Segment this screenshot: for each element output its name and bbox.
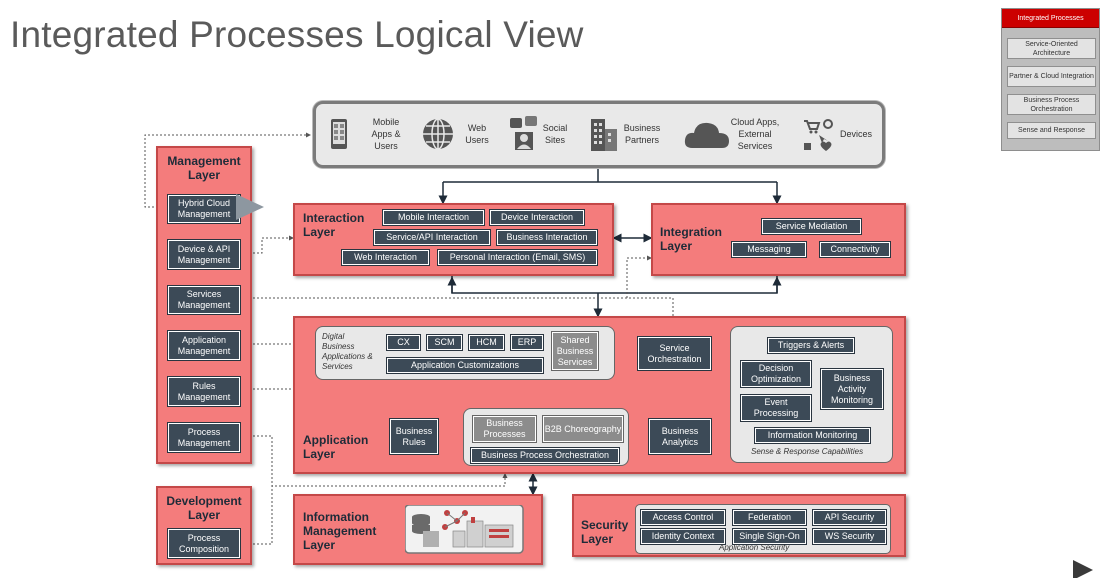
interaction-layer-title: Interaction Layer <box>303 211 365 239</box>
messaging-box[interactable]: Messaging <box>731 241 807 258</box>
channel-cloud-label: Cloud Apps, External Services <box>730 117 780 151</box>
b2b-choreography-box[interactable]: B2B Choreography <box>542 415 624 443</box>
page-title: Integrated Processes Logical View <box>10 14 584 55</box>
security-layer-title: Security Layer <box>581 518 629 546</box>
application-security-panel: Access Control Federation API Security I… <box>635 504 891 554</box>
service-api-interaction-box[interactable]: Service/API Interaction <box>373 229 491 246</box>
personal-interaction-box[interactable]: Personal Interaction (Email, SMS) <box>437 249 598 266</box>
business-rules-box[interactable]: Business Rules <box>389 418 439 455</box>
ws-security-box[interactable]: WS Security <box>812 528 887 545</box>
application-layer: Application Layer Digital Business Appli… <box>293 316 906 474</box>
development-layer: Development Layer Process Composition <box>156 486 252 565</box>
nav-item-soa[interactable]: Service-Oriented Architecture <box>1007 38 1096 59</box>
application-security-caption: Application Security <box>719 543 790 552</box>
sense-response-panel: Triggers & Alerts Decision Optimization … <box>730 326 893 463</box>
integration-layer-title: Integration Layer <box>660 225 722 253</box>
business-analytics-box[interactable]: Business Analytics <box>648 418 712 455</box>
access-control-box[interactable]: Access Control <box>640 509 726 526</box>
hcm-box[interactable]: HCM <box>468 334 505 351</box>
web-interaction-box[interactable]: Web Interaction <box>341 249 430 266</box>
sense-response-caption: Sense & Response Capabilities <box>751 447 864 456</box>
rules-management-box[interactable]: Rules Management <box>167 376 241 407</box>
service-mediation-box[interactable]: Service Mediation <box>761 218 862 235</box>
single-sign-on-box[interactable]: Single Sign-On <box>732 528 807 545</box>
cx-box[interactable]: CX <box>386 334 421 351</box>
hybrid-cloud-management-box[interactable]: Hybrid Cloud Management <box>167 194 241 224</box>
interaction-layer: Interaction Layer Mobile Interaction Dev… <box>293 203 614 276</box>
section-nav: Integrated Processes Service-Oriented Ar… <box>1001 8 1100 151</box>
business-activity-monitoring-box[interactable]: Business Activity Monitoring <box>820 368 884 410</box>
security-layer: Security Layer Access Control Federation… <box>572 494 906 557</box>
cloud-icon <box>684 122 729 148</box>
channel-mobile-label: Mobile Apps & Users <box>371 117 401 151</box>
federation-box[interactable]: Federation <box>732 509 807 526</box>
nav-item-bpo[interactable]: Business Process Orchestration <box>1007 94 1096 115</box>
nav-item-integrated-processes[interactable]: Integrated Processes <box>1002 9 1099 28</box>
service-orchestration-box[interactable]: Service Orchestration <box>637 336 712 371</box>
device-interaction-box[interactable]: Device Interaction <box>489 209 585 226</box>
bpo-panel: Business Processes B2B Choreography Busi… <box>463 408 629 466</box>
nav-item-partner-cloud[interactable]: Partner & Cloud Integration <box>1007 66 1096 87</box>
decision-optimization-box[interactable]: Decision Optimization <box>740 360 812 388</box>
hybrid-cloud-arrow-icon <box>236 194 264 220</box>
channel-devices-label: Devices <box>839 129 872 139</box>
next-slide-icon[interactable] <box>1071 558 1095 578</box>
identity-context-box[interactable]: Identity Context <box>640 528 726 545</box>
event-processing-box[interactable]: Event Processing <box>740 394 812 422</box>
information-management-layer-title: Information Management Layer <box>303 510 377 552</box>
devices-icon <box>804 119 833 151</box>
database-icon <box>405 505 524 554</box>
device-api-management-box[interactable]: Device & API Management <box>167 239 241 270</box>
globe-icon <box>423 118 453 150</box>
development-layer-title: Development Layer <box>166 494 242 522</box>
business-process-orchestration-box[interactable]: Business Process Orchestration <box>470 447 620 464</box>
application-layer-title: Application Layer <box>303 433 369 461</box>
business-interaction-box[interactable]: Business Interaction <box>496 229 598 246</box>
process-management-box[interactable]: Process Management <box>167 422 241 453</box>
mobile-interaction-box[interactable]: Mobile Interaction <box>382 209 485 226</box>
connectivity-box[interactable]: Connectivity <box>819 241 891 258</box>
information-management-layer: Information Management Layer <box>293 494 543 565</box>
process-composition-box[interactable]: Process Composition <box>167 528 241 559</box>
digital-business-label: Digital Business Applications & Services <box>322 332 373 371</box>
social-icon <box>510 116 537 150</box>
information-monitoring-box[interactable]: Information Monitoring <box>754 427 871 444</box>
channels-bar: Mobile Apps & Users Web Users Social Sit… <box>313 101 885 168</box>
digital-business-panel: Digital Business Applications & Services… <box>315 326 615 380</box>
application-management-box[interactable]: Application Management <box>167 330 241 361</box>
channel-social-label: Social Sites <box>542 123 568 145</box>
application-customizations-box[interactable]: Application Customizations <box>386 357 544 374</box>
api-security-box[interactable]: API Security <box>812 509 887 526</box>
erp-box[interactable]: ERP <box>510 334 544 351</box>
nav-item-sense-response[interactable]: Sense and Response <box>1007 122 1096 139</box>
building-icon <box>591 119 617 151</box>
channel-web-label: Web Users <box>465 123 489 145</box>
management-layer-title: Management Layer <box>167 154 241 182</box>
services-management-box[interactable]: Services Management <box>167 285 241 315</box>
triggers-alerts-box[interactable]: Triggers & Alerts <box>767 337 855 354</box>
scm-box[interactable]: SCM <box>426 334 463 351</box>
shared-business-services-box[interactable]: Shared Business Services <box>551 331 599 371</box>
channel-partners-label: Business Partners <box>623 123 661 145</box>
mobile-icon <box>331 119 347 149</box>
integration-layer: Integration Layer Service Mediation Mess… <box>651 203 906 276</box>
business-processes-box[interactable]: Business Processes <box>472 415 537 443</box>
